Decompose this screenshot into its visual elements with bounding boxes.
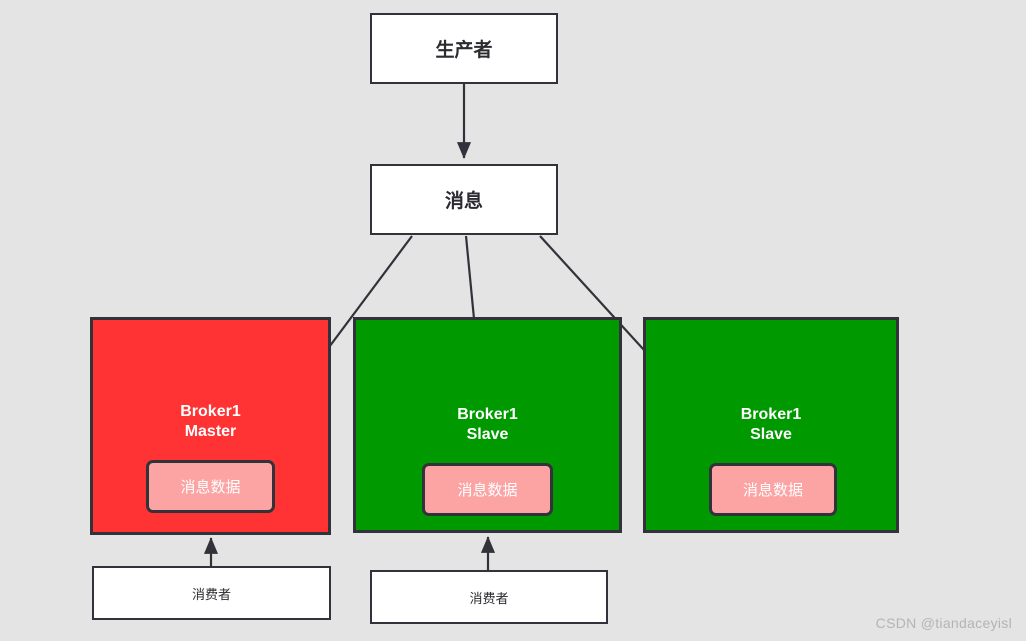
broker-slave-2-data-chip[interactable]: 消息数据 (709, 463, 837, 516)
node-consumer-2[interactable]: 消费者 (370, 570, 608, 624)
broker-master-data-chip[interactable]: 消息数据 (146, 460, 275, 513)
node-broker-master-title: Broker1 Master (180, 403, 241, 440)
node-broker-master[interactable]: Broker1 Master 消息数据 (90, 317, 331, 535)
node-broker-slave-2[interactable]: Broker1 Slave 消息数据 (643, 317, 899, 533)
broker-slave-1-data-chip[interactable]: 消息数据 (422, 463, 553, 516)
watermark: CSDN @tiandaceyisl (875, 615, 1012, 631)
node-broker-slave-1[interactable]: Broker1 Slave 消息数据 (353, 317, 622, 533)
node-consumer-2-label: 消费者 (469, 590, 509, 606)
node-producer-label: 生产者 (435, 40, 493, 61)
node-broker-slave-1-title: Broker1 Slave (457, 406, 518, 443)
node-producer[interactable]: 生产者 (370, 13, 558, 84)
node-broker-slave-2-title: Broker1 Slave (740, 406, 802, 443)
node-message[interactable]: 消息 (370, 164, 558, 235)
node-consumer-1[interactable]: 消费者 (92, 566, 331, 620)
broker-slave-2-data-chip-label: 消息数据 (742, 482, 803, 499)
node-consumer-1-label: 消费者 (191, 586, 231, 602)
node-message-label: 消息 (444, 191, 483, 212)
broker-slave-1-data-chip-label: 消息数据 (457, 482, 518, 499)
broker-master-data-chip-label: 消息数据 (180, 479, 241, 496)
